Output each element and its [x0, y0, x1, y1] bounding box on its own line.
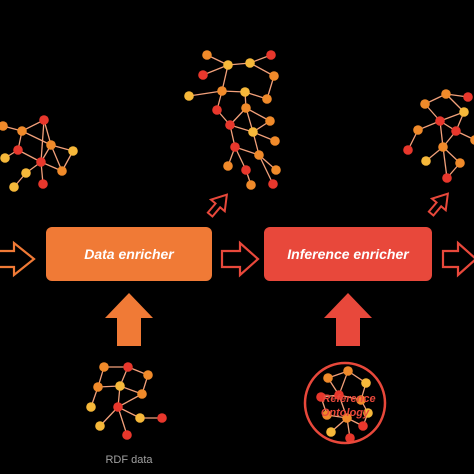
graph-node [345, 433, 355, 443]
graph-node [17, 126, 27, 136]
graph-node [212, 105, 222, 115]
right-flow-arrow-icon [441, 240, 474, 278]
reference-ontology-graph [316, 366, 373, 443]
ontology-input-arrow-icon [324, 293, 372, 346]
inference-enricher-output-arrow-icon [427, 192, 450, 217]
graph-node [269, 71, 279, 81]
graph-node [123, 362, 133, 372]
graph-node [93, 382, 103, 392]
graph-node [442, 173, 452, 183]
graph-node [137, 389, 147, 399]
graph-node [248, 127, 258, 137]
graph-node [115, 381, 125, 391]
graph-node [223, 60, 233, 70]
graph-edge [442, 146, 448, 179]
ontology-label-line2: Ontology [321, 407, 370, 419]
graph-node [36, 157, 46, 167]
graph-node [459, 107, 469, 117]
graph-node [316, 392, 326, 402]
inference-enricher-box: Inference enricher [264, 227, 432, 281]
graph-node [356, 395, 366, 405]
graph-node [198, 70, 208, 80]
graph-node [342, 413, 352, 423]
graph-node [113, 402, 123, 412]
graph-node [241, 103, 251, 113]
data-enricher-box: Data enricher [46, 227, 212, 281]
graph-node [363, 408, 373, 418]
graph-node [262, 94, 272, 104]
graph-edge [258, 154, 274, 185]
graph-node [184, 91, 194, 101]
inference-enricher-label: Inference enricher [287, 246, 410, 262]
graph-node [245, 58, 255, 68]
graph-node [225, 120, 235, 130]
graph-node [413, 125, 423, 135]
graph-node [99, 362, 109, 372]
graph-node [266, 50, 276, 60]
graph-node [271, 165, 281, 175]
graph-edge [21, 130, 52, 146]
graph-node [421, 156, 431, 166]
middle-flow-arrow-icon [220, 240, 260, 278]
graph-node [451, 126, 461, 136]
graph-node [463, 92, 473, 102]
graph-node [157, 413, 167, 423]
rdf-data-graph [86, 362, 167, 440]
enriched-graph [184, 50, 281, 190]
graph-node [326, 427, 336, 437]
graph-node [122, 430, 132, 440]
graph-node [268, 179, 278, 189]
graph-node [270, 136, 280, 146]
graph-node [438, 142, 448, 152]
graph-node [46, 140, 56, 150]
graph-node [322, 410, 332, 420]
graph-node [230, 142, 240, 152]
inferred-graph [403, 89, 474, 183]
graph-node [57, 166, 67, 176]
rdf-input-arrow-icon [105, 293, 153, 346]
graph-node [334, 390, 344, 400]
graph-node [470, 135, 474, 145]
graph-edge [40, 119, 45, 163]
data-enricher-output-arrow-icon [206, 193, 229, 218]
graph-edge [188, 90, 223, 97]
input-graph [0, 115, 78, 192]
graph-node [361, 378, 371, 388]
graph-node [86, 402, 96, 412]
graph-node [223, 161, 233, 171]
graph-node [455, 158, 465, 168]
rdf-data-caption: RDF data [105, 454, 153, 466]
graph-node [135, 413, 145, 423]
graph-node [241, 165, 251, 175]
graph-node [323, 373, 333, 383]
graph-node [202, 50, 212, 60]
graph-node [358, 421, 368, 431]
graph-node [403, 145, 413, 155]
graph-node [343, 366, 353, 376]
graph-node [21, 168, 31, 178]
ontology-label-line1: Reference [322, 393, 375, 405]
graph-node [9, 182, 19, 192]
graph-node [435, 116, 445, 126]
ontology-circle [303, 361, 387, 445]
graph-edge [117, 406, 128, 436]
graph-node [95, 421, 105, 431]
graph-node [246, 180, 256, 190]
graph-node [0, 153, 10, 163]
graph-node [143, 370, 153, 380]
graph-node [265, 116, 275, 126]
graph-node [240, 87, 250, 97]
graph-node [441, 89, 451, 99]
graph-node [420, 99, 430, 109]
graph-node [0, 121, 8, 131]
graph-node [68, 146, 78, 156]
graph-node [254, 150, 264, 160]
graph-node [217, 86, 227, 96]
graph-node [13, 145, 23, 155]
data-enricher-label: Data enricher [84, 246, 175, 262]
graph-node [39, 115, 49, 125]
graph-node [38, 179, 48, 189]
left-flow-arrow-icon [0, 240, 36, 278]
